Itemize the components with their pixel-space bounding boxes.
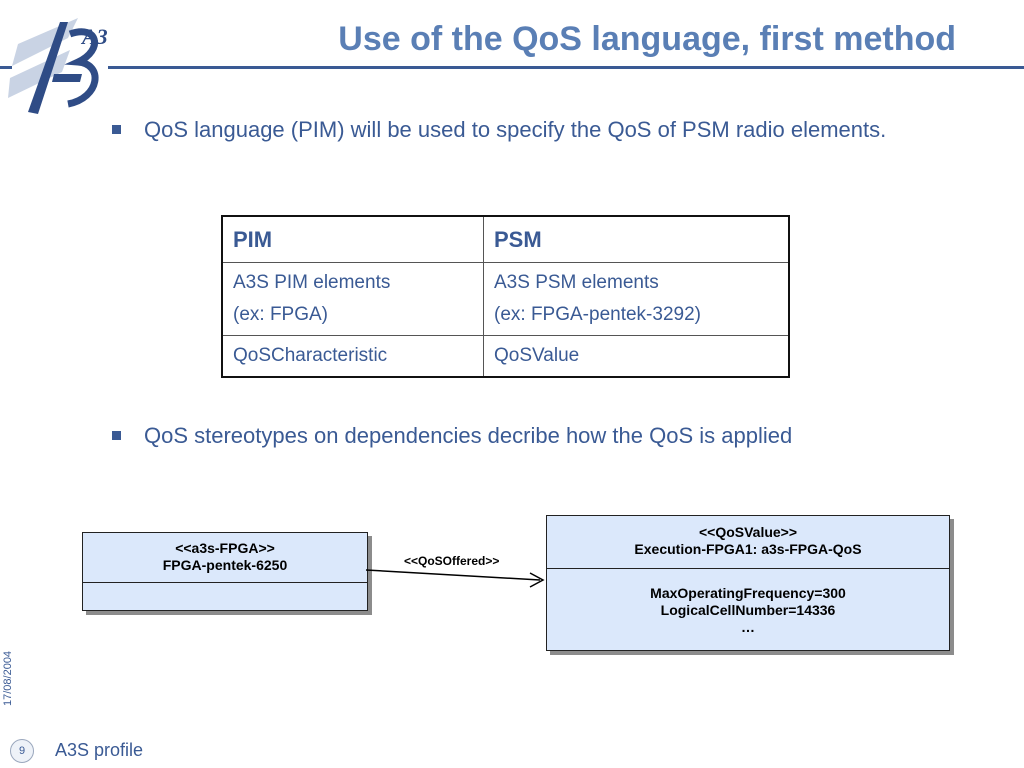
pim-psm-table: PIM PSM A3S PIM elements (ex: FPGA) A3S … <box>221 215 790 378</box>
table-row: QoSCharacteristic QoSValue <box>221 335 790 378</box>
table-cell-psm: QoSValue <box>483 335 790 378</box>
uml-class-fpga-pentek: <<a3s-FPGA>> FPGA-pentek-6250 <box>82 532 368 611</box>
uml-class-header: <<QoSValue>> Execution-FPGA1: a3s-FPGA-Q… <box>547 516 949 569</box>
table-header-pim: PIM <box>221 215 484 263</box>
qos-offered-arrow <box>365 569 545 588</box>
association-label: <<QoSOffered>> <box>404 554 500 568</box>
footer-label: A3S profile <box>55 740 144 760</box>
bullet-text: QoS language (PIM) will be used to speci… <box>144 117 887 142</box>
uml-attribute: LogicalCellNumber=14336 <box>660 602 836 618</box>
table-cell-pim: QoSCharacteristic <box>221 335 484 378</box>
slide-title: Use of the QoS language, first method <box>338 20 956 58</box>
title-divider <box>108 66 1024 69</box>
cell-line: (ex: FPGA-pentek-3292) <box>494 304 701 325</box>
logo-rule <box>0 66 12 69</box>
bullet-text: QoS stereotypes on dependencies decribe … <box>144 423 793 448</box>
uml-class-header: <<a3s-FPGA>> FPGA-pentek-6250 <box>83 533 367 583</box>
table-header-psm: PSM <box>483 215 790 263</box>
uml-stereotype: <<QoSValue>> <box>698 524 798 540</box>
uml-attribute: … <box>741 619 755 635</box>
uml-class-qosvalue: <<QoSValue>> Execution-FPGA1: a3s-FPGA-Q… <box>546 515 950 651</box>
uml-attribute: MaxOperatingFrequency=300 <box>650 585 846 601</box>
table-row: A3S PIM elements (ex: FPGA) A3S PSM elem… <box>221 262 790 336</box>
a3s-logo: A3S <box>8 18 108 114</box>
uml-class-attributes <box>83 583 367 610</box>
table-cell-pim: A3S PIM elements (ex: FPGA) <box>221 262 484 336</box>
table-header-row: PIM PSM <box>221 215 790 263</box>
uml-class-name: Execution-FPGA1: a3s-FPGA-QoS <box>634 541 862 557</box>
bullet-square-icon <box>112 125 121 134</box>
cell-line: (ex: FPGA) <box>233 304 329 325</box>
uml-class-name: FPGA-pentek-6250 <box>162 557 288 573</box>
uml-stereotype: <<a3s-FPGA>> <box>175 540 275 556</box>
bullet-square-icon <box>112 431 121 440</box>
bullet-item-2: QoS stereotypes on dependencies decribe … <box>112 422 902 450</box>
uml-class-attributes: MaxOperatingFrequency=300 LogicalCellNum… <box>547 569 949 650</box>
slide-date: 17/08/2004 <box>2 650 14 706</box>
cell-line: QoSValue <box>494 345 580 366</box>
bullet-item-1: QoS language (PIM) will be used to speci… <box>112 116 902 144</box>
cell-line: QoSCharacteristic <box>233 345 388 366</box>
table-cell-psm: A3S PSM elements (ex: FPGA-pentek-3292) <box>483 262 790 336</box>
logo-text: A3S <box>80 24 108 49</box>
cell-line: A3S PIM elements <box>233 272 391 293</box>
cell-line: A3S PSM elements <box>494 272 659 293</box>
page-number: 9 <box>10 739 34 763</box>
